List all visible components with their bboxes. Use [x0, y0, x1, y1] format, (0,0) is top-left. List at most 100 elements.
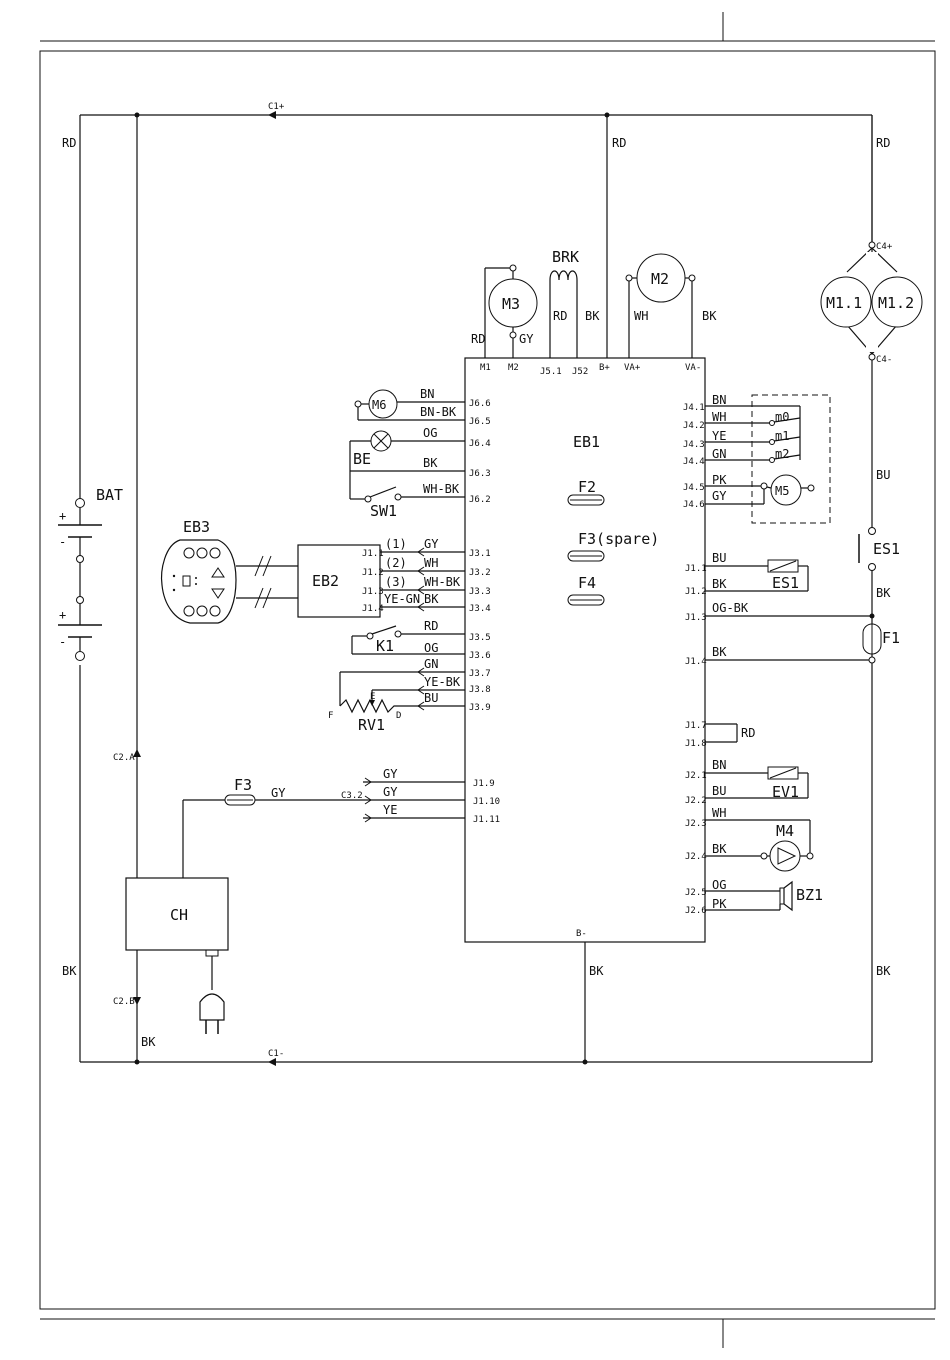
terminal-va-plus: VA+: [624, 363, 641, 373]
m1-2-label: M1.2: [878, 294, 914, 312]
eb2-label: EB2: [312, 572, 339, 590]
wire-label-j32: WH: [424, 556, 438, 570]
f4-label: F4: [578, 574, 596, 592]
svg-text:J1.2: J1.2: [685, 587, 707, 597]
battery-bat: + - + - BAT: [58, 486, 123, 665]
wire-label-r-j11: BU: [712, 551, 726, 565]
m1-1-label: M1.1: [826, 294, 862, 312]
solenoid-valve-ev1: EV1 BN BU: [705, 758, 809, 801]
fuse-f1: F1: [862, 613, 900, 664]
m1-label: m1: [775, 429, 789, 443]
beacon-be: BE OG BK: [349, 426, 465, 499]
connector-c32: C3.2: [341, 791, 363, 801]
svg-text:J6.5: J6.5: [469, 417, 491, 427]
wire-label-m3-gy: GY: [519, 332, 534, 346]
svg-text:J4.3: J4.3: [683, 440, 705, 450]
be-label: BE: [353, 450, 371, 468]
traction-motor-m2: M2 WH BK: [625, 253, 717, 358]
wire-label-bat-neg: BK: [62, 964, 77, 978]
relay-es1-coil: ES1 BU BK OG-BK BK: [705, 551, 872, 661]
svg-text:J2.1: J2.1: [685, 771, 707, 781]
wire-label-j42: WH: [712, 410, 726, 424]
svg-text:J4.6: J4.6: [683, 500, 705, 510]
wire-label-f3: GY: [271, 786, 286, 800]
key-switch-k1: K1 RD OG: [351, 619, 465, 655]
terminal-m2: M2: [508, 363, 519, 373]
wire-label-j62: WH-BK: [423, 482, 460, 496]
m4-label: M4: [776, 822, 794, 840]
wire-label-m3-rd: RD: [471, 332, 485, 346]
m5-label: M5: [775, 484, 789, 498]
wire-label-j26: PK: [712, 897, 727, 911]
potentiometer-rv1: F E D RV1 GN YE-BK BU: [328, 657, 465, 734]
wire-label-j39: BU: [424, 691, 438, 705]
svg-text:J3.2: J3.2: [469, 568, 491, 578]
svg-text:-: -: [59, 635, 66, 649]
svg-text:-: -: [59, 535, 66, 549]
svg-text:J2.4: J2.4: [685, 852, 707, 862]
wire-label-j25: OG: [712, 878, 726, 892]
f3-label: F3: [234, 776, 252, 794]
wire-label-j46: GY: [712, 489, 727, 503]
svg-text:J6.4: J6.4: [469, 439, 491, 449]
svg-text:J3.7: J3.7: [469, 669, 491, 679]
connector-c4-minus: C4-: [876, 355, 892, 365]
svg-text:J1.1: J1.1: [362, 549, 384, 559]
svg-text:+: +: [59, 509, 66, 523]
terminal-b-minus: B-: [576, 929, 587, 939]
bz1-label: BZ1: [796, 886, 823, 904]
svg-text:J1.4: J1.4: [362, 604, 384, 614]
svg-text:J3.8: J3.8: [469, 685, 491, 695]
svg-text:(2): (2): [385, 556, 407, 570]
svg-text:+: +: [59, 608, 66, 622]
connector-c2a: C2.A: [113, 753, 135, 763]
terminal-m1: M1: [480, 363, 491, 373]
svg-text:J6.3: J6.3: [469, 469, 491, 479]
bat-label: BAT: [96, 486, 123, 504]
wire-label-right-bk-bottom: BK: [876, 964, 891, 978]
eb1-right-terminals: J4.1 J4.2 J4.3 J4.4 J4.5 J4.6 J1.1 J1.2 …: [683, 403, 707, 916]
ev1-label: EV1: [772, 783, 799, 801]
main-board-eb1: EB1 F2 F3(spare) F4 M1 M2 J5.1 J52 B+ VA…: [464, 357, 706, 943]
svg-text:J6.2: J6.2: [469, 495, 491, 505]
wire-label-j21: BN: [712, 758, 726, 772]
svg-text:D: D: [396, 711, 401, 721]
wire-label-r-j14: BK: [712, 645, 727, 659]
terminal-j5-1: J5.1: [540, 367, 562, 377]
wire-label-m2-bk: BK: [702, 309, 717, 323]
wire-label-j36: OG: [424, 641, 438, 655]
charger-ch: CH F3 GY C3.2 GY GY YE: [125, 767, 465, 1034]
f2-label: F2: [578, 478, 596, 496]
wire-label-m2-wh: WH: [634, 309, 648, 323]
wire-label-r-j13: OG-BK: [712, 601, 749, 615]
brake-brk: BRK RD BK: [549, 248, 600, 358]
f1-label: F1: [882, 629, 900, 647]
svg-text:J3.1: J3.1: [469, 549, 491, 559]
connector-c1-plus: C1+: [268, 102, 285, 112]
wire-label-j24: BK: [712, 842, 727, 856]
svg-text:J1.10: J1.10: [473, 797, 500, 807]
svg-text:J3.4: J3.4: [469, 604, 491, 614]
svg-text:J3.3: J3.3: [469, 587, 491, 597]
svg-text:J2.5: J2.5: [685, 888, 707, 898]
wire-label-j63: BK: [423, 456, 438, 470]
ch-label: CH: [170, 906, 188, 924]
svg-text:J4.1: J4.1: [683, 403, 705, 413]
eb1-label: EB1: [573, 433, 600, 451]
wire-label-j35: RD: [424, 619, 438, 633]
svg-text:J2.2: J2.2: [685, 796, 707, 806]
svg-text:J2.3: J2.3: [685, 819, 707, 829]
svg-text:(3): (3): [385, 575, 407, 589]
svg-text:J1.2: J1.2: [362, 568, 384, 578]
svg-text:J4.2: J4.2: [683, 421, 705, 431]
f3-spare-label: F3(spare): [578, 530, 659, 548]
svg-text:J1.1: J1.1: [685, 564, 707, 574]
svg-text:J1.3: J1.3: [685, 613, 707, 623]
wire-label-j64: OG: [423, 426, 437, 440]
wire-label-brk-rd: RD: [553, 309, 567, 323]
wire-label-j38: YE-BK: [424, 675, 461, 689]
motor-m6: M6 BN BN-BK: [354, 387, 465, 421]
svg-text:J3.9: J3.9: [469, 703, 491, 713]
m0-label: m0: [775, 410, 789, 424]
